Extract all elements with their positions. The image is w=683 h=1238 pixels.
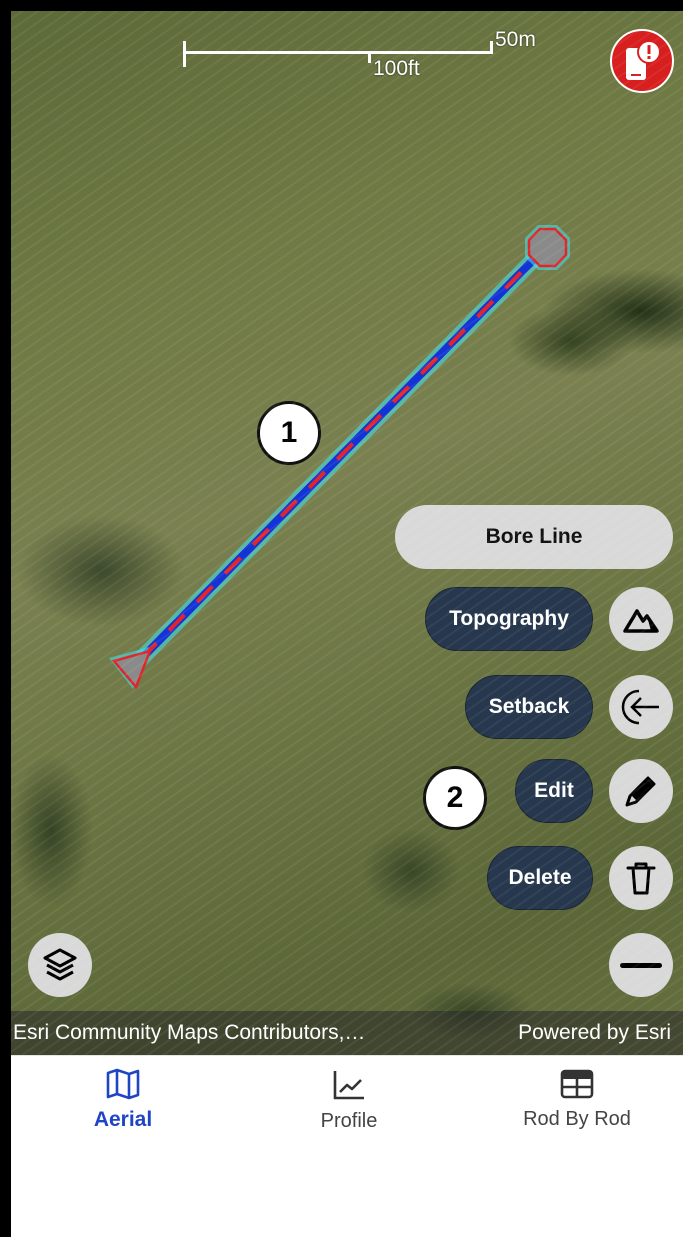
topography-button[interactable]: Topography [425, 587, 593, 651]
edit-icon-button[interactable] [609, 759, 673, 823]
arrow-left-circle-icon [621, 689, 659, 725]
frame-border-left [0, 0, 11, 1237]
setback-icon-button[interactable] [609, 675, 673, 739]
table-icon [560, 1069, 594, 1099]
setback-button[interactable]: Setback [465, 675, 593, 739]
trash-icon [626, 862, 656, 895]
map-attribution-bar: Esri Community Maps Contributors,… Power… [11, 1011, 683, 1055]
delete-icon-button[interactable] [609, 846, 673, 910]
frame-border-top [0, 0, 683, 11]
attribution-powered-by[interactable]: Powered by Esri [518, 1021, 671, 1044]
nav-tab-profile[interactable]: Profile [249, 1068, 449, 1158]
scale-bar-tick [368, 51, 371, 63]
alert-button[interactable] [610, 29, 674, 93]
nav-label-aerial: Aerial [93, 1108, 153, 1131]
scale-bar-tick [183, 41, 186, 67]
bore-line-button[interactable]: Bore Line [395, 505, 673, 569]
nav-label-rod-by-rod: Rod By Rod [523, 1108, 631, 1130]
pencil-icon [625, 776, 656, 807]
callout-marker-1: 1 [257, 401, 321, 465]
nav-label-profile: Profile [320, 1110, 378, 1132]
collapse-menu-button[interactable] [609, 933, 673, 997]
scale-metric-label: 50m [495, 28, 536, 51]
aerial-map[interactable]: 50m 100ft 1 2 Bore Line Topography Setba… [11, 11, 683, 1055]
phone-alert-icon [626, 40, 661, 80]
scale-imperial-label: 100ft [373, 57, 420, 80]
attribution-contributors[interactable]: Esri Community Maps Contributors,… [13, 1021, 366, 1044]
bore-line-graphic[interactable] [11, 11, 683, 1055]
bore-start-marker[interactable] [109, 647, 153, 690]
map-icon [106, 1068, 140, 1100]
layers-icon [43, 948, 77, 981]
bottom-navigation: Aerial Profile Rod By Rod [11, 1055, 683, 1238]
scale-bar-line [183, 51, 493, 54]
topography-icon-button[interactable] [609, 587, 673, 651]
minus-icon [620, 963, 662, 968]
callout-marker-2: 2 [423, 766, 487, 830]
scale-bar: 50m 100ft [181, 28, 536, 111]
nav-tab-aerial[interactable]: Aerial [23, 1068, 223, 1158]
edit-button[interactable]: Edit [515, 759, 593, 823]
layers-button[interactable] [28, 933, 92, 997]
line-chart-icon [333, 1071, 364, 1100]
bore-end-marker[interactable] [525, 225, 570, 270]
scale-bar-tick [490, 41, 493, 54]
nav-tab-rod-by-rod[interactable]: Rod By Rod [477, 1068, 677, 1158]
delete-button[interactable]: Delete [487, 846, 593, 910]
mountain-icon [623, 609, 659, 633]
